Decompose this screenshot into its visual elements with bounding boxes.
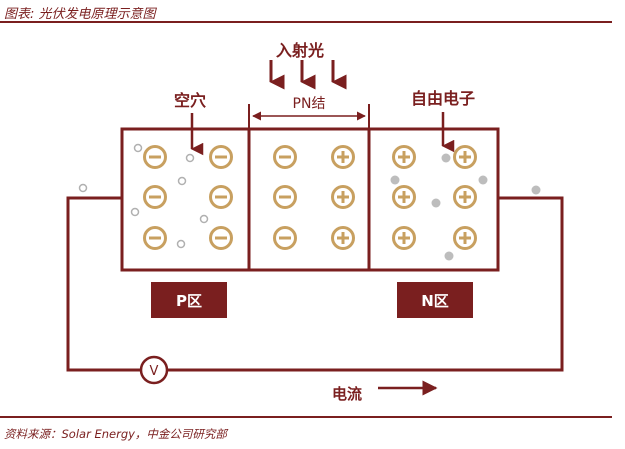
free-electron-label: 自由电子 bbox=[411, 89, 475, 108]
depletion-positive-ion bbox=[331, 145, 355, 169]
donor-ion bbox=[453, 145, 477, 169]
donor-ion bbox=[453, 226, 477, 250]
acceptor-ion bbox=[209, 226, 233, 250]
electron bbox=[478, 175, 488, 185]
electron bbox=[531, 185, 541, 195]
donor-ion bbox=[392, 145, 416, 169]
p-region-label: P区 bbox=[176, 292, 202, 310]
pn-junction-label: PN结 bbox=[293, 96, 326, 112]
donor-ion bbox=[392, 185, 416, 209]
hole bbox=[176, 239, 186, 249]
p-region-badge bbox=[151, 282, 227, 318]
depletion-negative-ion bbox=[273, 226, 297, 250]
acceptor-ion bbox=[209, 145, 233, 169]
n-region-badge bbox=[397, 282, 473, 318]
current-label: 电流 bbox=[332, 385, 362, 403]
donor-ion bbox=[392, 226, 416, 250]
electron bbox=[441, 153, 451, 163]
depletion-negative-ion bbox=[273, 185, 297, 209]
hole-label: 空穴 bbox=[174, 91, 206, 110]
source-note: 资料来源：Solar Energy，中金公司研究部 bbox=[4, 427, 227, 441]
electron bbox=[444, 251, 454, 261]
acceptor-ion bbox=[143, 145, 167, 169]
voltmeter bbox=[139, 355, 169, 385]
ion-layer bbox=[143, 145, 477, 250]
depletion-positive-ion bbox=[331, 185, 355, 209]
hole bbox=[199, 214, 209, 224]
acceptor-ion bbox=[143, 226, 167, 250]
incident-light-label: 入射光 bbox=[276, 41, 324, 60]
donor-ion bbox=[453, 185, 477, 209]
n-region-label: N区 bbox=[421, 292, 449, 310]
hole bbox=[78, 183, 88, 193]
hole bbox=[133, 143, 143, 153]
depletion-negative-ion bbox=[273, 145, 297, 169]
hole bbox=[177, 176, 187, 186]
circuit-wire-right bbox=[168, 196, 564, 372]
voltmeter-label: V bbox=[150, 364, 159, 379]
header-rule bbox=[0, 21, 612, 23]
hole bbox=[130, 207, 140, 217]
solar-cell bbox=[120, 127, 500, 272]
footer-rule bbox=[0, 416, 612, 418]
figure-title: 图表: 光伏发电原理示意图 bbox=[4, 7, 156, 22]
depletion-positive-ion bbox=[331, 226, 355, 250]
hole bbox=[185, 153, 195, 163]
electron bbox=[390, 175, 400, 185]
electron bbox=[431, 198, 441, 208]
acceptor-ion bbox=[209, 185, 233, 209]
circuit-wire-left bbox=[66, 196, 140, 372]
free-electrons bbox=[390, 153, 541, 261]
acceptor-ion bbox=[143, 185, 167, 209]
holes bbox=[78, 143, 209, 249]
